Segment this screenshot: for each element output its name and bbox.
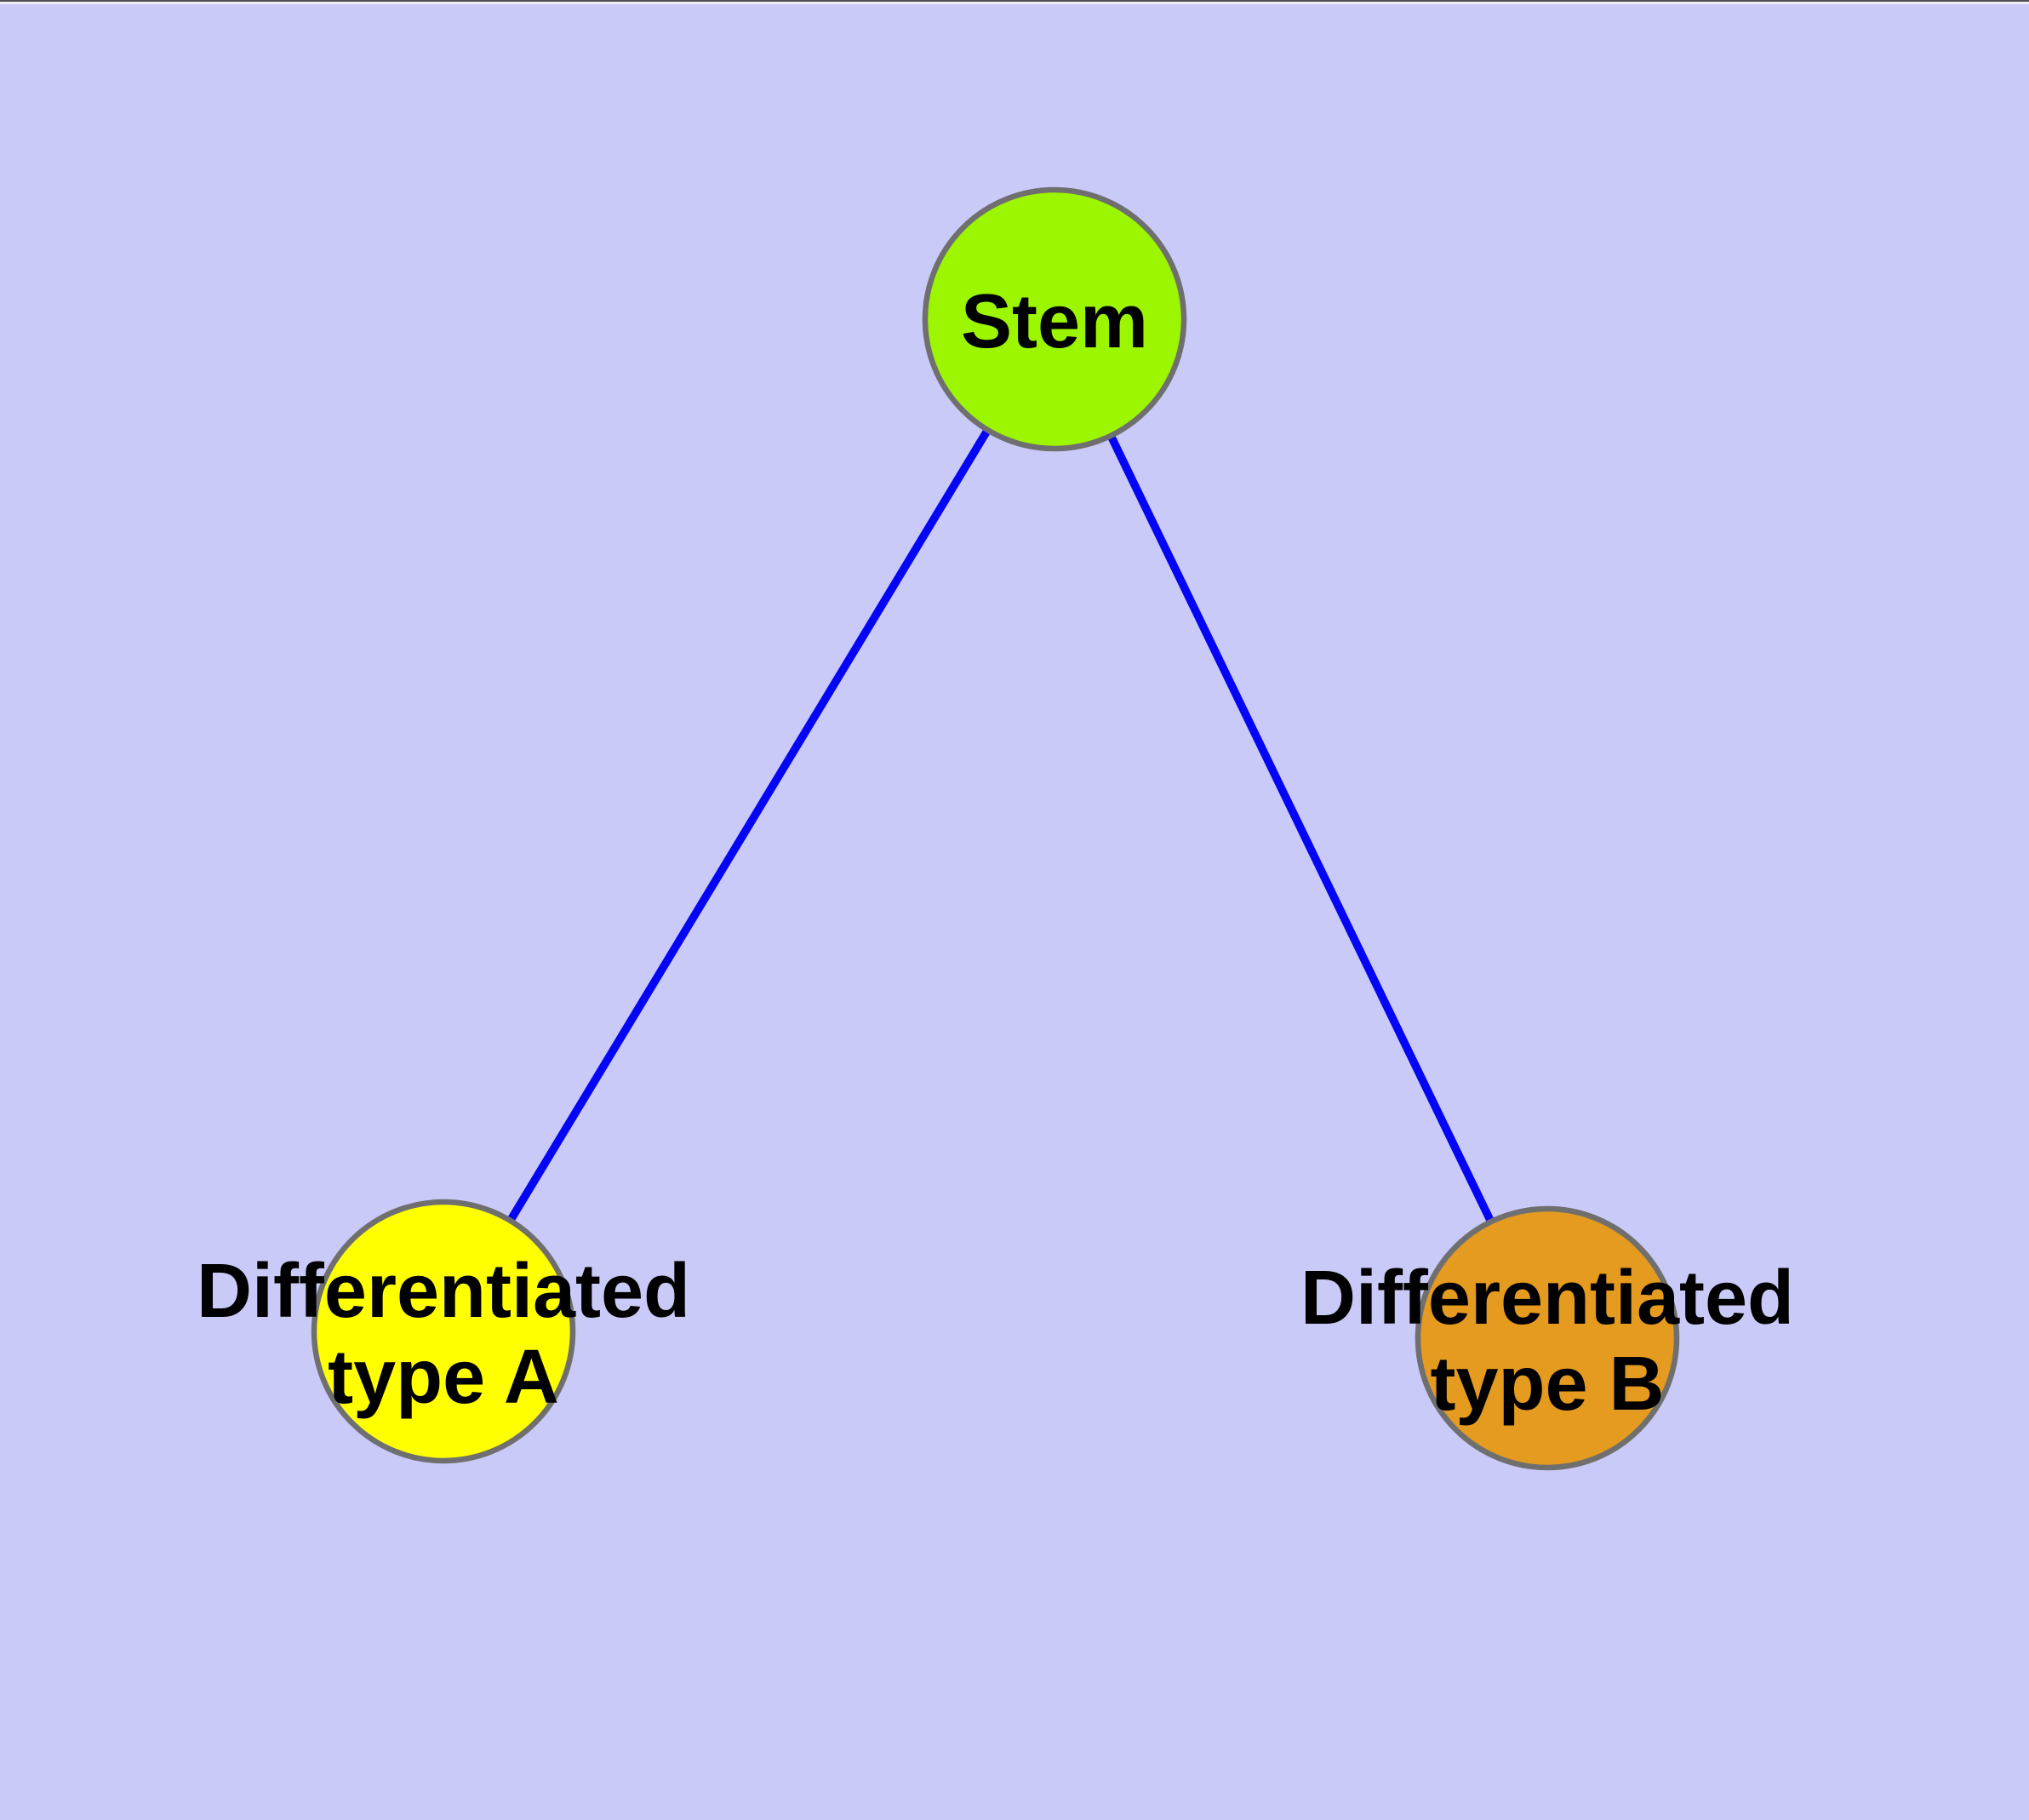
node-type-b-label-line2: type B <box>1430 1342 1664 1427</box>
node-differentiated-type-b <box>1415 1205 1680 1471</box>
node-stem-label: Stem <box>961 279 1148 364</box>
node-type-a-label-line2: type A <box>328 1335 559 1420</box>
top-edge-dark-line <box>0 0 2029 2</box>
edge-stem-to-type-b <box>1050 317 1552 1341</box>
node-stem <box>922 186 1187 452</box>
node-differentiated-type-a <box>311 1199 576 1464</box>
node-type-a-label-line1: Differentiated <box>197 1249 690 1334</box>
node-type-b-label-line1: Differentiated <box>1300 1256 1794 1341</box>
edge-stem-to-type-a <box>439 317 1059 1334</box>
top-edge-light-line <box>0 2 2029 4</box>
